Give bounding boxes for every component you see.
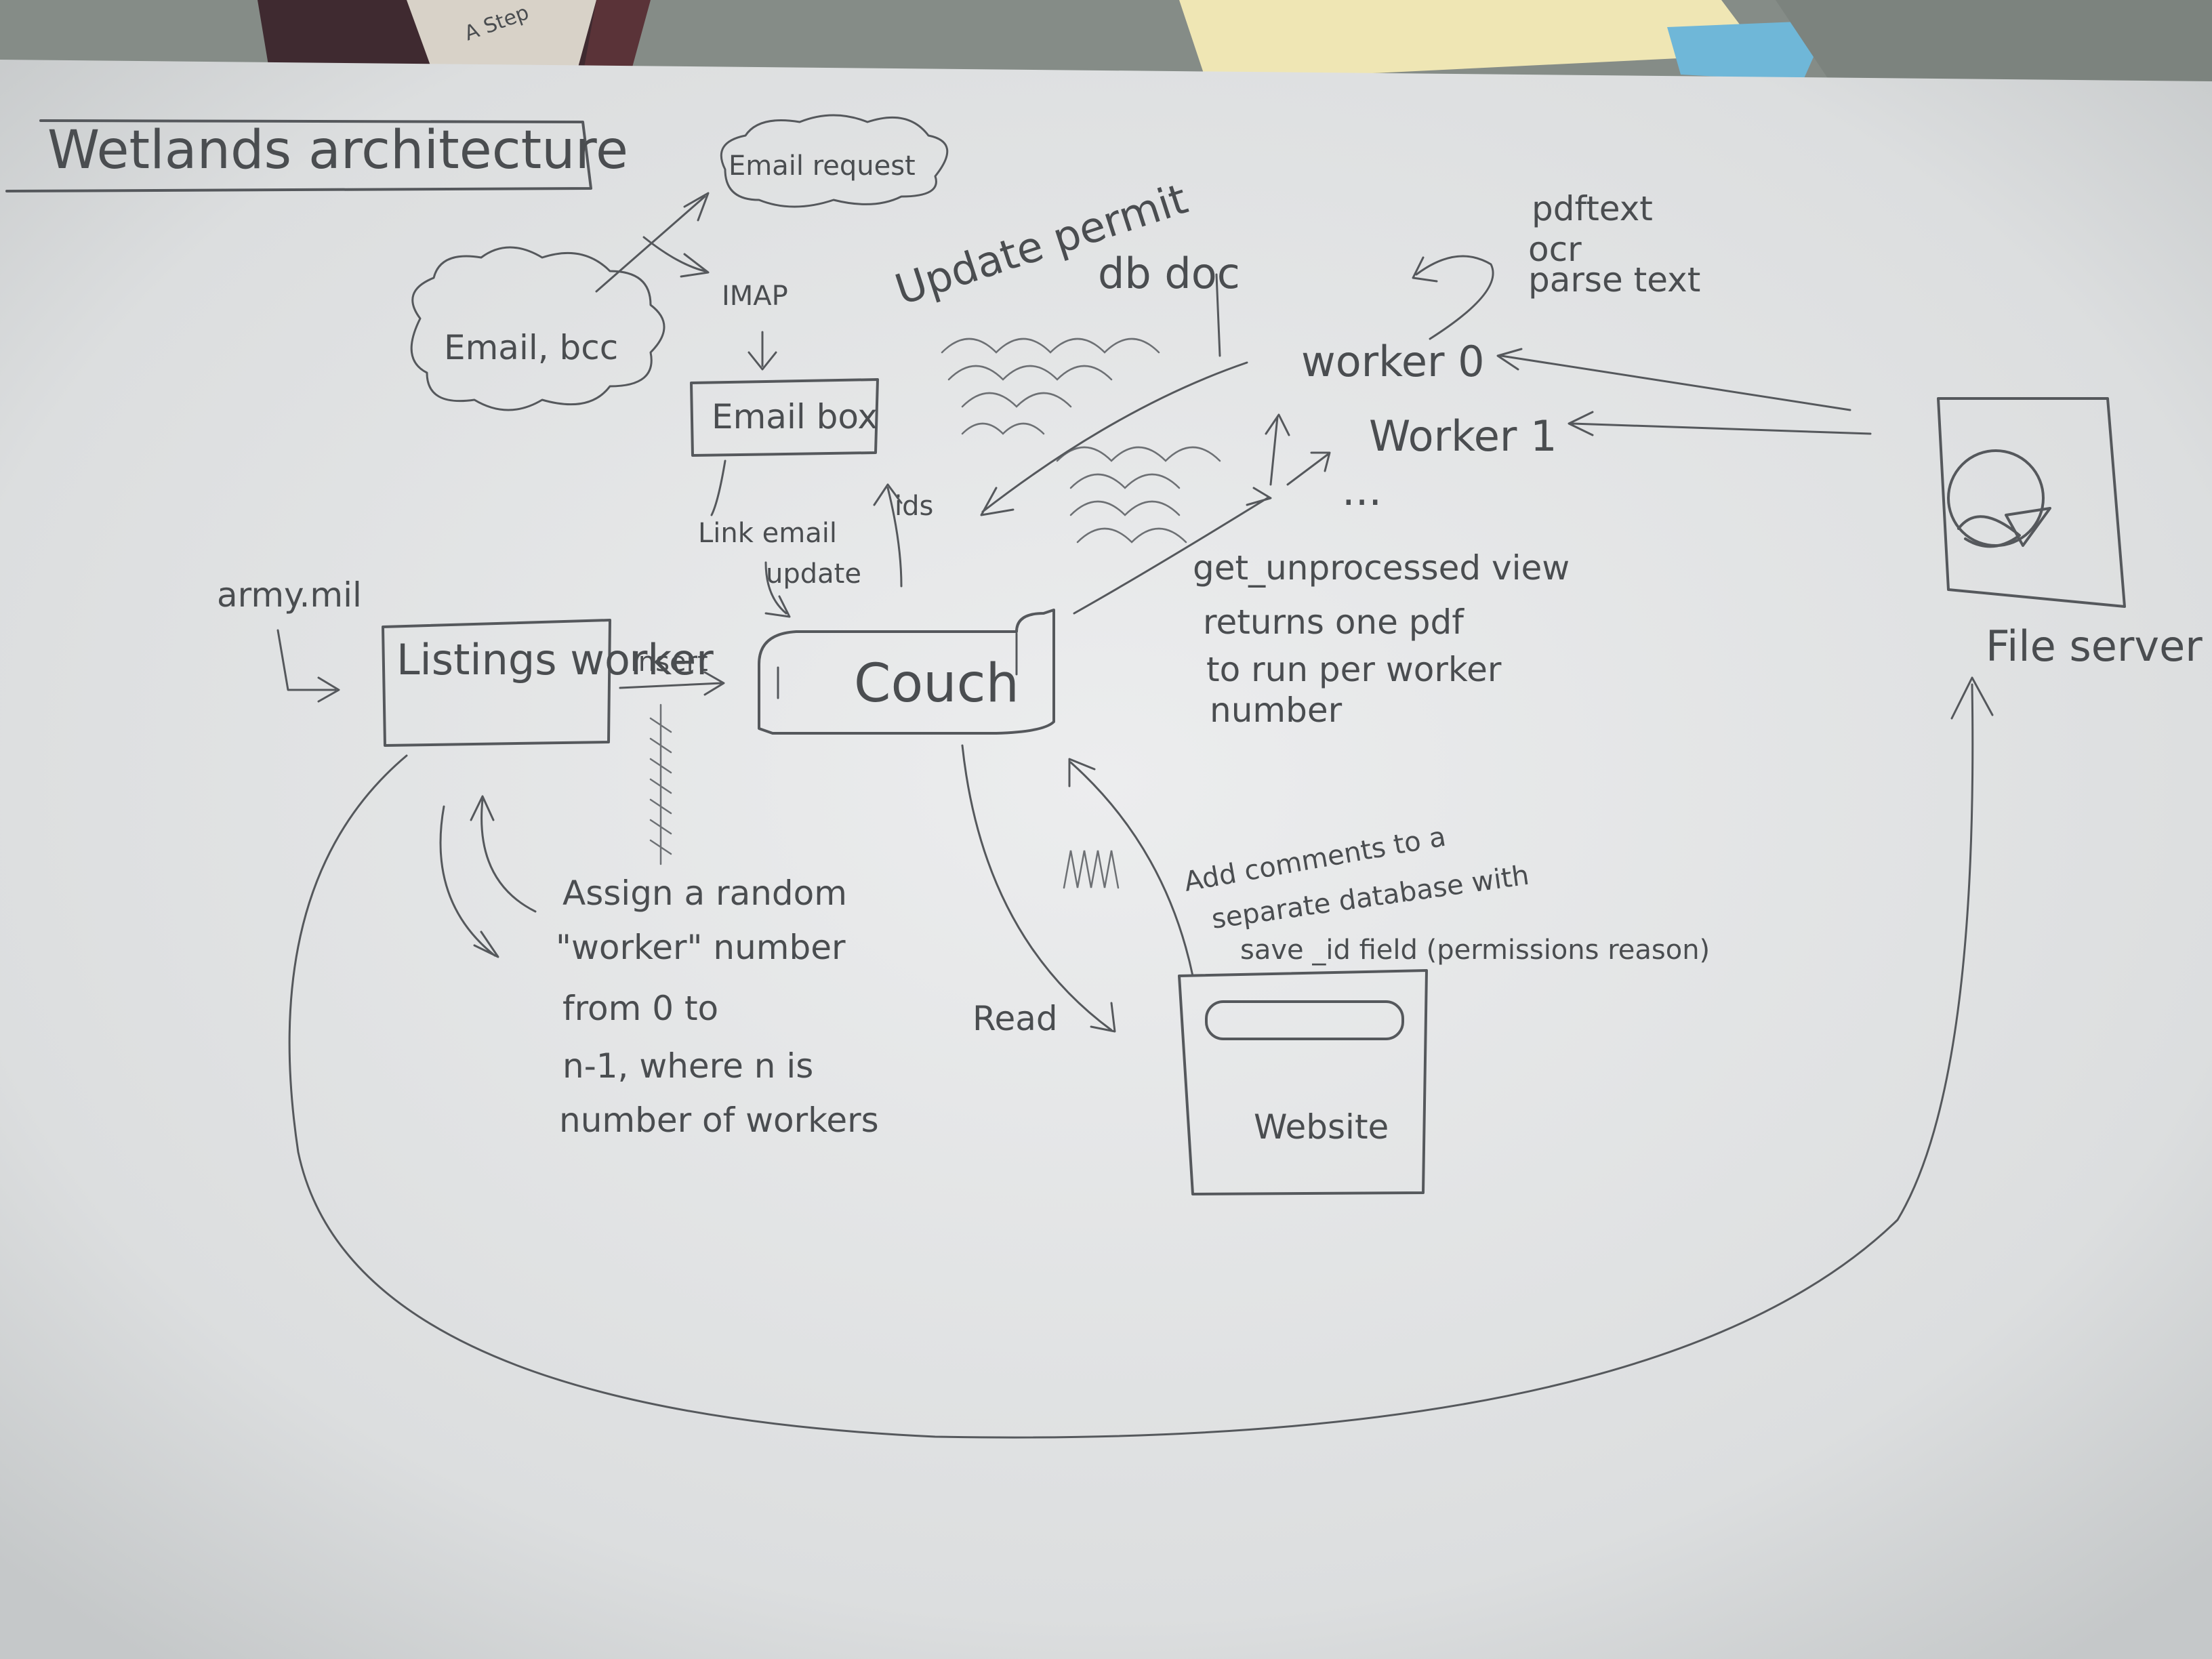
email-box-node: Email box — [690, 378, 879, 457]
arrow-request-to-imap — [642, 236, 706, 272]
email-bcc-node: Email, bcc — [410, 246, 665, 411]
pdf-processing-note: pdftext ocr parse text — [1528, 189, 1700, 300]
diagram-title: Wetlands architecture — [47, 120, 628, 181]
arrow-workers-to-couch — [1073, 487, 1272, 615]
db-doc-label: db doc — [1098, 249, 1240, 298]
read-label: Read — [972, 999, 1058, 1038]
listings-worker-label: Listings worker — [396, 635, 714, 684]
assign-worker-note: Assign a random "worker" number from 0 t… — [556, 874, 879, 1140]
couch-label: Couch — [854, 653, 1019, 714]
pdf-line-3: parse text — [1528, 260, 1700, 300]
assign-line-2: "worker" number — [556, 928, 846, 967]
email-bcc-label: Email, bcc — [444, 328, 618, 367]
file-server-label: File server — [1986, 621, 2203, 671]
assign-line-4: n-1, where n is — [562, 1046, 813, 1086]
getunproc-line-2: returns one pdf — [1203, 602, 1465, 642]
insert-label: Insert — [630, 647, 708, 678]
arrow-couch-to-website — [961, 744, 1116, 1033]
arrow-website-to-couch — [1068, 758, 1194, 977]
get-unprocessed-note: get_unprocessed view returns one pdf to … — [1193, 548, 1570, 730]
workers-ellipsis: ... — [1342, 466, 1382, 515]
getunproc-line-3: to run per worker — [1206, 650, 1502, 689]
assign-line-5: number of workers — [559, 1101, 879, 1140]
pdf-line-1: pdftext — [1532, 189, 1653, 228]
email-box-label: Email box — [712, 397, 878, 436]
website-node: Website — [1178, 969, 1428, 1195]
arrow-listings-to-assign — [439, 805, 499, 958]
arrow-emailbox-to-couch — [710, 459, 726, 516]
getunproc-line-4: number — [1210, 691, 1343, 730]
arrow-imap-down — [747, 331, 777, 371]
arrow-update-to-couch — [980, 361, 1248, 516]
paper-sheet — [0, 60, 2212, 1659]
assign-line-1: Assign a random — [562, 874, 847, 913]
arrow-listings-to-fileserver — [288, 676, 1994, 1439]
comments-line-3: save _id field (permissions reason) — [1240, 935, 1710, 966]
imap-label: IMAP — [722, 281, 788, 312]
arrow-bcc-to-request — [595, 195, 706, 293]
file-server-node: File server — [1937, 397, 2203, 671]
email-request-node: Email request — [720, 114, 949, 208]
arrow-worker-up — [1265, 413, 1290, 486]
arrow-insert — [619, 671, 725, 696]
worker0-label: worker 0 — [1301, 337, 1485, 386]
arrow-armymil-to-listings — [276, 629, 340, 703]
arrow-fileserver-to-worker1 — [1568, 411, 1872, 436]
title-box: Wetlands architecture — [5, 119, 628, 192]
arrow-couch-ids — [873, 483, 903, 588]
link-email-label: Link email — [698, 518, 837, 549]
getunproc-line-1: get_unprocessed view — [1193, 548, 1570, 588]
listings-worker-node: Listings worker — [382, 619, 714, 747]
update-label: update — [766, 558, 861, 590]
email-request-label: Email request — [729, 150, 916, 182]
arrow-worker1-up — [1286, 451, 1331, 486]
assign-line-3: from 0 to — [562, 989, 718, 1028]
couch-node: Couch — [758, 609, 1055, 735]
army-mil-label: army.mil — [217, 575, 362, 615]
ids-label: ids — [895, 491, 933, 522]
arrow-fileserver-to-worker0 — [1496, 348, 1851, 411]
pdf-line-2: ocr — [1528, 230, 1582, 269]
scribble-struck-notes — [941, 337, 1221, 544]
website-label: Website — [1254, 1107, 1389, 1147]
scribble-vertical — [649, 703, 672, 865]
scribble-arrow — [1063, 850, 1120, 889]
worker1-label: Worker 1 — [1369, 411, 1557, 461]
arrow-pdf-loop — [1412, 255, 1494, 340]
